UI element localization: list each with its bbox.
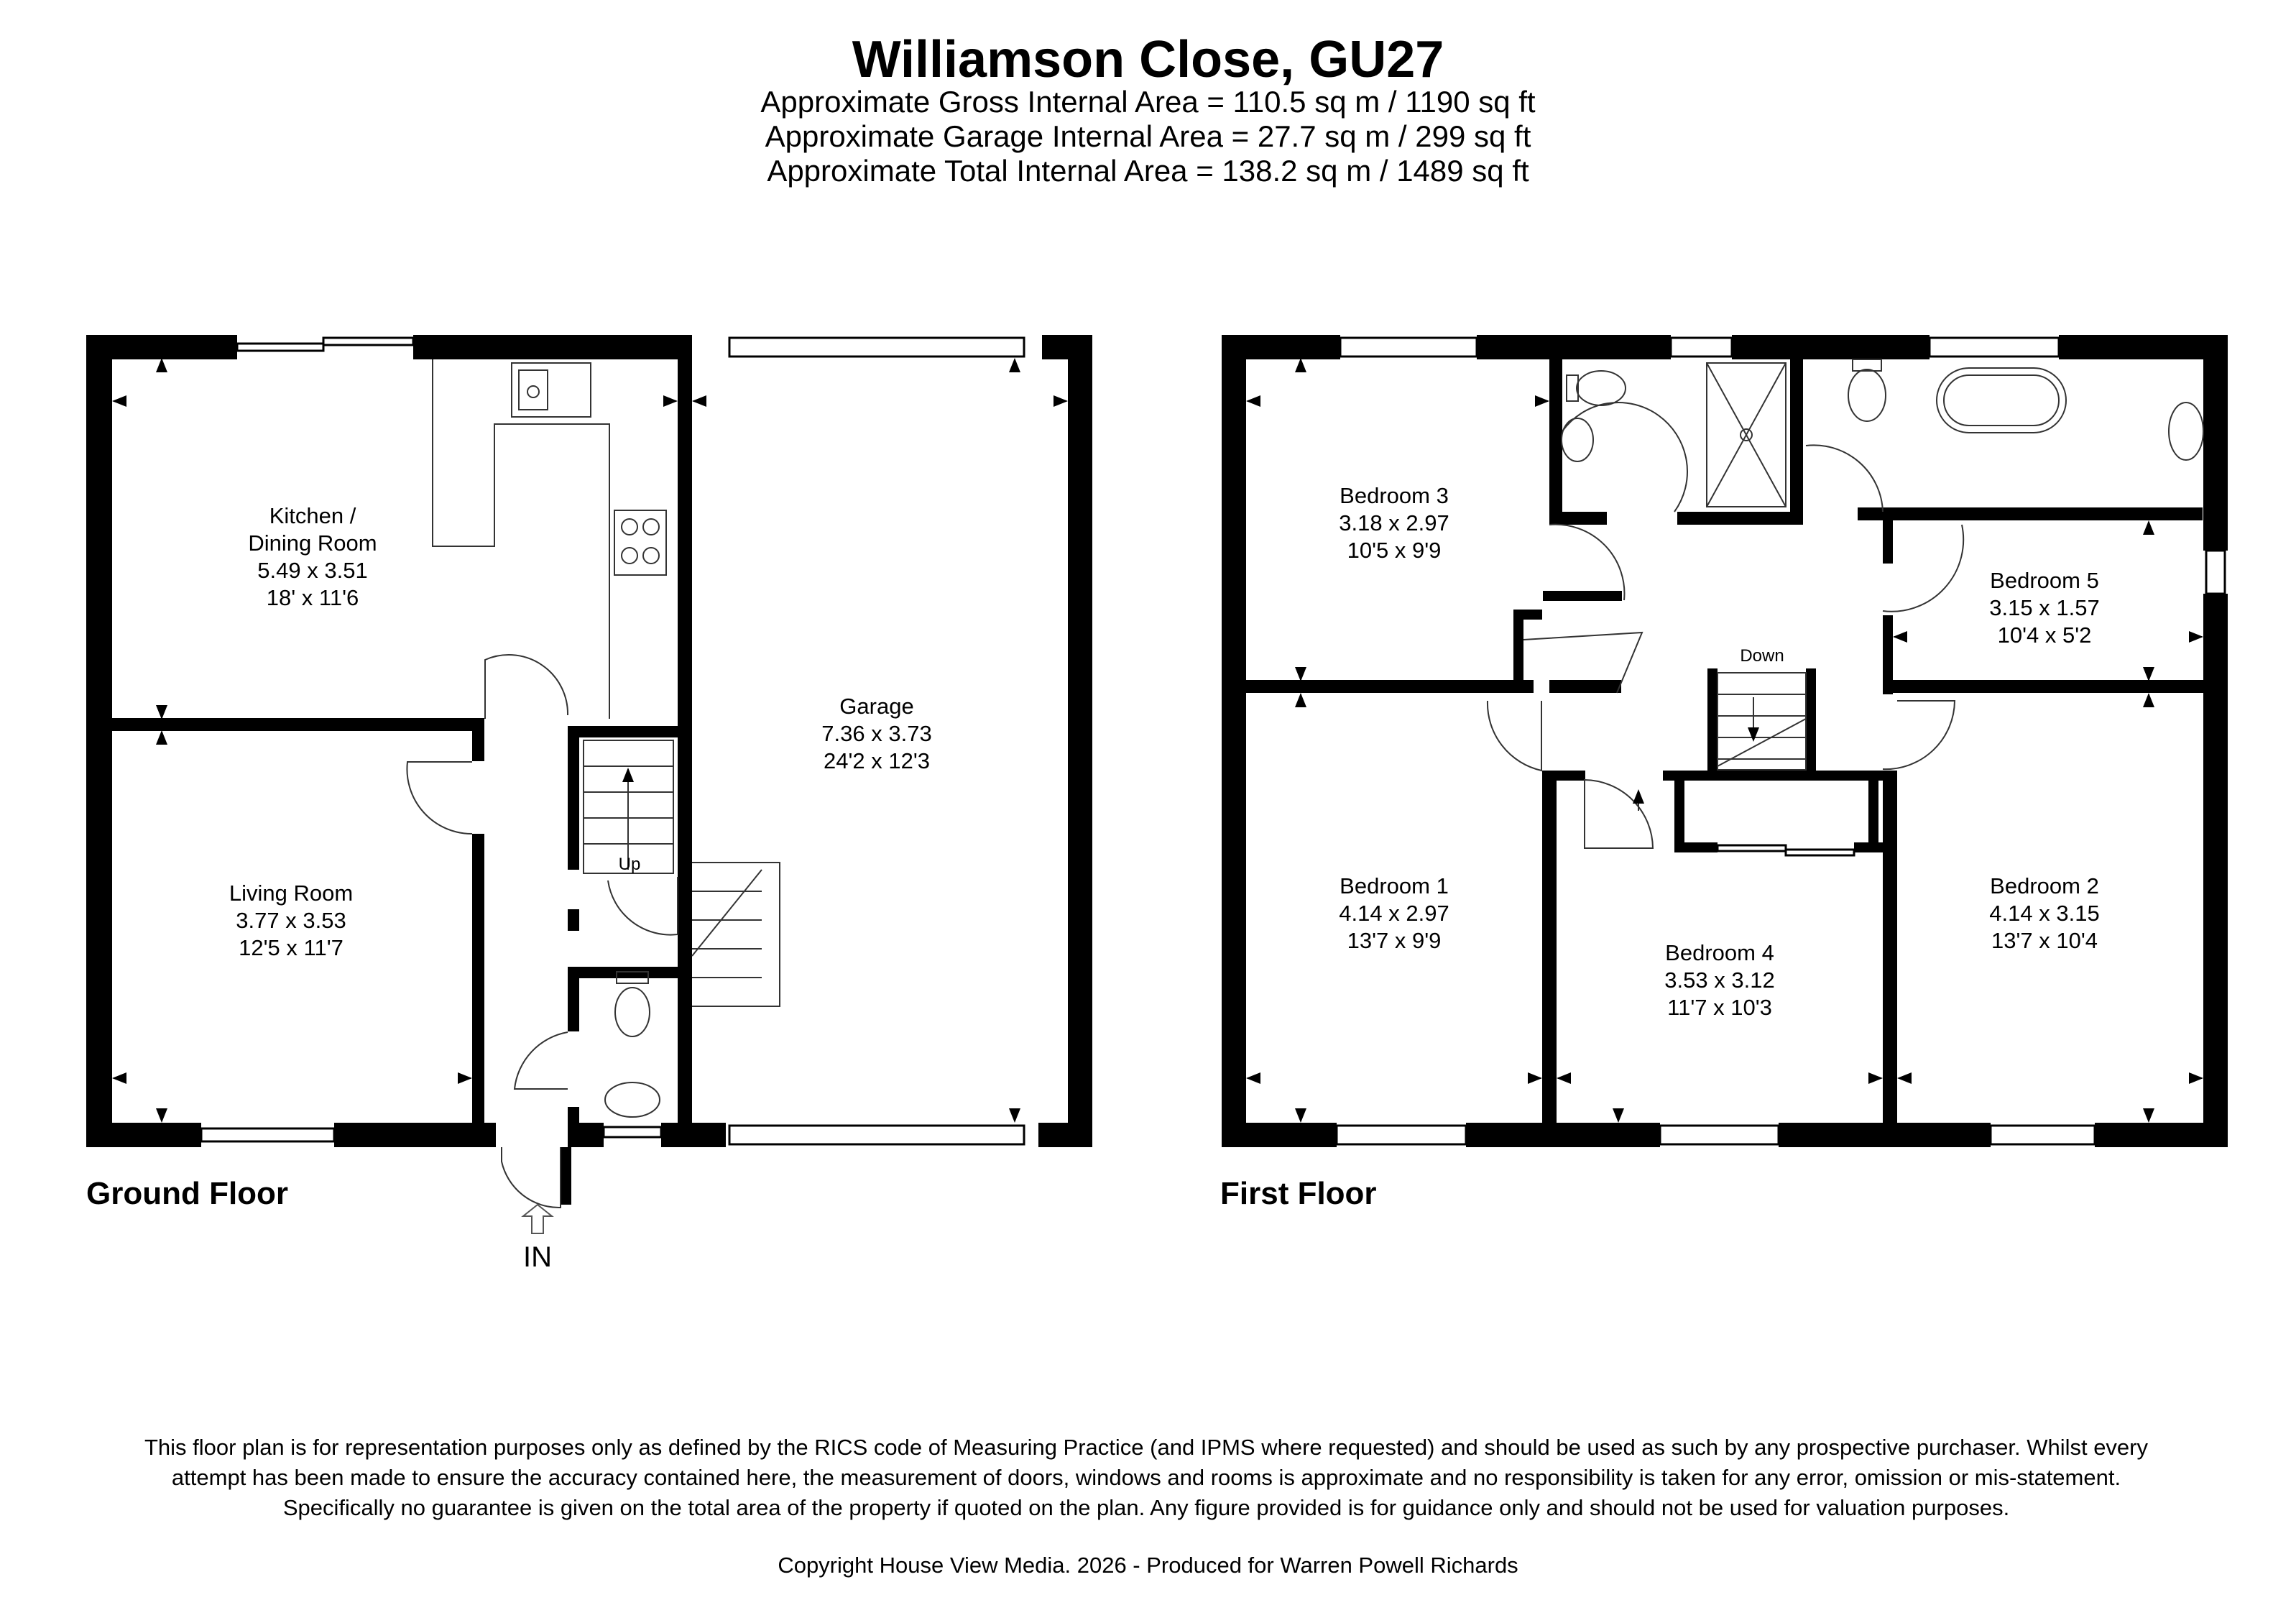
cupboard-door (1523, 631, 1643, 694)
living-room-label: Living Room 3.77 x 3.53 12'5 x 11'7 (229, 881, 353, 960)
garage-name: Garage (839, 694, 913, 719)
garage-label: Garage 7.36 x 3.73 24'2 x 12'3 (821, 694, 931, 773)
garage-stair-block (691, 862, 780, 1007)
living-imperial: 12'5 x 11'7 (239, 935, 344, 960)
toilet-icon (614, 987, 650, 1037)
first-floor-label: First Floor (1220, 1176, 1377, 1211)
ground-wc-fixtures (604, 971, 660, 1118)
ensuite-door (1562, 401, 1688, 512)
entrance-arrow-icon (521, 1203, 554, 1234)
bedroom5-name: Bedroom 5 (1990, 568, 2099, 593)
kitchen-name-2: Dining Room (248, 530, 377, 556)
ground-floor-plan: Up (86, 335, 1092, 1273)
bedroom5-imperial: 10'4 x 5'2 (1998, 622, 2092, 648)
gross-area-text: Approximate Gross Internal Area = 110.5 … (760, 85, 1536, 119)
copyright-text: Copyright House View Media. 2026 - Produ… (778, 1553, 1518, 1578)
kitchen-name-1: Kitchen / (269, 503, 356, 528)
first-floor-dimension-arrows (1246, 358, 2203, 1123)
bathroom-basin-icon (2168, 402, 2204, 461)
kitchen-imperial: 18' x 11'6 (267, 585, 359, 610)
bathroom-toilet-icon (1848, 369, 1886, 422)
bedroom-4-label: Bedroom 4 3.53 x 3.12 11'7 x 10'3 (1664, 940, 1774, 1020)
garage-metric: 7.36 x 3.73 (821, 721, 931, 746)
bedroom4-name: Bedroom 4 (1665, 940, 1774, 965)
first-floor-plan: Down Bedroom 3 3.18 x 2.97 (1222, 335, 2228, 1147)
bedroom1-name: Bedroom 1 (1340, 873, 1449, 898)
shower-tray-icon (1706, 362, 1786, 507)
bedroom-5-door (1882, 524, 1965, 612)
hall-stairs (583, 740, 674, 874)
bedroom3-name: Bedroom 3 (1340, 483, 1449, 508)
garage-imperial: 24'2 x 12'3 (824, 748, 930, 773)
bath-icon (1936, 367, 2067, 433)
kitchen-dining-room-label: Kitchen / Dining Room 5.49 x 3.51 18' x … (248, 503, 377, 610)
bedroom-5-label: Bedroom 5 3.15 x 1.57 10'4 x 5'2 (1989, 568, 2099, 648)
first-floor-windows (1335, 336, 2226, 1146)
bedroom4-imperial: 11'7 x 10'3 (1667, 995, 1772, 1020)
bedroom3-imperial: 10'5 x 9'9 (1347, 538, 1442, 563)
bathroom-door (1805, 444, 1884, 512)
basin-icon (604, 1082, 660, 1118)
living-room-door (406, 761, 473, 835)
entrance-label: IN (523, 1241, 552, 1273)
bedroom-3-label: Bedroom 3 3.18 x 2.97 10'5 x 9'9 (1339, 483, 1449, 563)
disclaimer-text: This floor plan is for representation pu… (144, 1435, 2149, 1520)
total-area-text: Approximate Total Internal Area = 138.2 … (767, 154, 1529, 188)
bedroom1-imperial: 13'7 x 9'9 (1347, 928, 1442, 953)
garage-area-text: Approximate Garage Internal Area = 27.7 … (765, 119, 1531, 153)
bedroom2-imperial: 13'7 x 10'4 (1991, 928, 2098, 953)
stairs-up-label: Up (619, 855, 641, 874)
bedroom-2-label: Bedroom 2 4.14 x 3.15 13'7 x 10'4 (1989, 873, 2099, 953)
bedroom-2-door (1882, 700, 1956, 771)
kitchen-fixtures (432, 359, 667, 719)
bedroom-3-door (1549, 523, 1626, 601)
wc-door (513, 1031, 568, 1090)
kitchen-metric: 5.49 x 3.51 (257, 558, 367, 583)
bedroom1-metric: 4.14 x 2.97 (1339, 901, 1449, 926)
hob-icon (614, 510, 667, 576)
ensuite-basin-icon (1561, 418, 1594, 462)
first-floor-walls (1222, 335, 2228, 1147)
stairs-down-label: Down (1740, 646, 1784, 666)
garage-door (607, 877, 678, 936)
living-metric: 3.77 x 3.53 (236, 908, 346, 933)
bedroom-1-door (1486, 700, 1542, 772)
bedroom5-metric: 3.15 x 1.57 (1989, 595, 2099, 620)
first-floor-doors (1486, 401, 1965, 849)
plan-title: Williamson Close, GU27 (852, 31, 1444, 88)
ground-floor-dimension-arrows (112, 358, 1068, 1123)
ground-floor-windows (200, 336, 1025, 1146)
bedroom2-name: Bedroom 2 (1990, 873, 2099, 898)
front-door (501, 1147, 561, 1209)
landing-stairs (1633, 672, 1807, 811)
bedroom2-metric: 4.14 x 3.15 (1989, 901, 2099, 926)
bedroom4-metric: 3.53 x 3.12 (1664, 967, 1774, 993)
living-name: Living Room (229, 881, 353, 906)
ground-floor-label: Ground Floor (86, 1176, 289, 1211)
kitchen-door (484, 654, 569, 719)
first-floor-bathroom-fixtures (1561, 359, 2204, 507)
sink-icon (511, 362, 591, 418)
bedroom-1-label: Bedroom 1 4.14 x 2.97 13'7 x 9'9 (1339, 873, 1449, 953)
ensuite-toilet-icon (1576, 370, 1626, 406)
ground-floor-doors (406, 654, 678, 1209)
ground-floor-walls (86, 335, 1092, 1205)
bedroom3-metric: 3.18 x 2.97 (1339, 510, 1449, 535)
bedroom-4-door (1584, 778, 1654, 849)
